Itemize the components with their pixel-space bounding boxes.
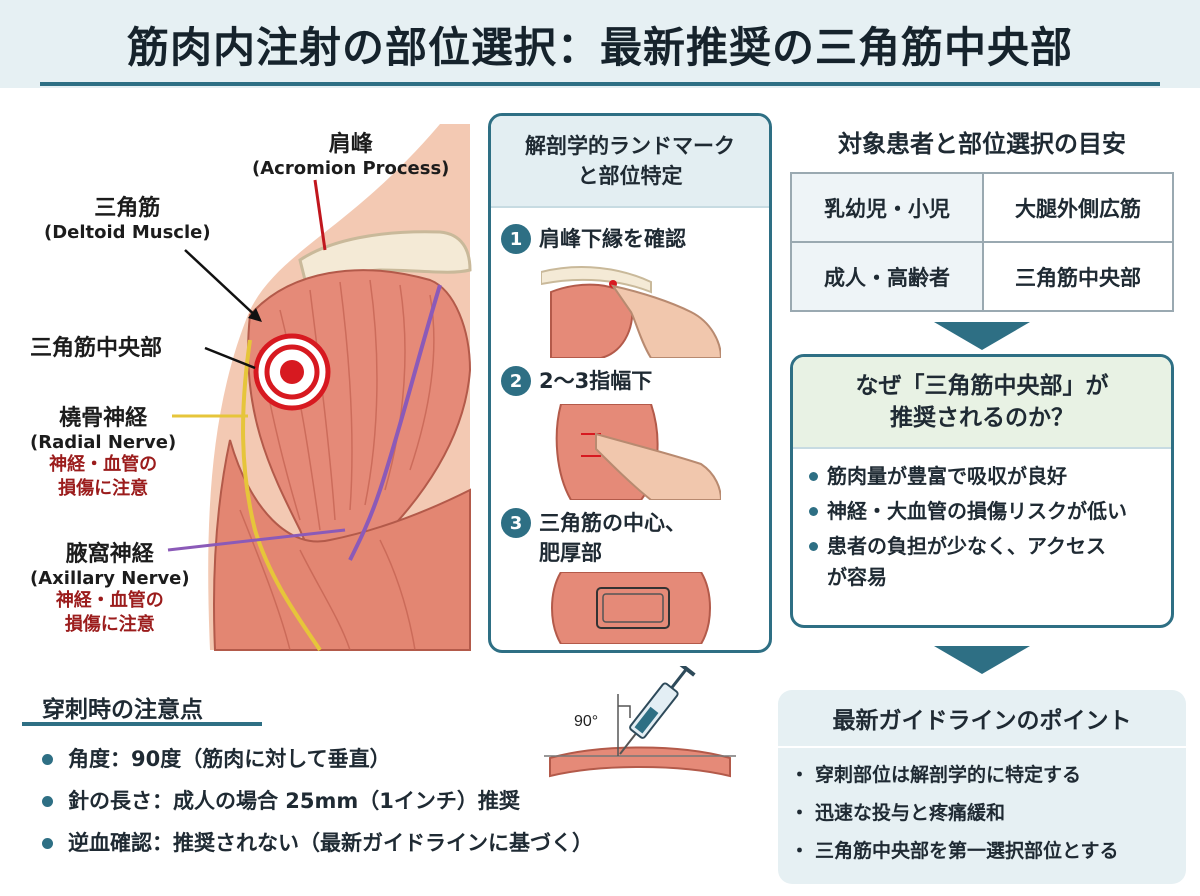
guideline-item-3: 三角筋中央部を第一選択部位とする xyxy=(815,840,1119,862)
list-item: 逆血確認：推奨されない（最新ガイドラインに基づく） xyxy=(42,822,593,864)
right-angle-mark xyxy=(618,705,631,718)
axillary-warning-2: 損傷に注意 xyxy=(64,614,155,635)
axillary-label-en: (Axillary Nerve) xyxy=(30,568,190,589)
deltoid-label-jp: 三角筋 xyxy=(94,196,161,221)
list-item: 患者の負担が少なく、アクセスが容易 xyxy=(807,531,1161,593)
list-item: ・三角筋中央部を第一選択部位とする xyxy=(790,832,1176,870)
muscle-layer-icon xyxy=(549,746,731,778)
down-arrow-1 xyxy=(934,322,1030,350)
landmark-title-1: 解剖学的ランドマーク xyxy=(525,134,735,158)
axillary-pointer xyxy=(167,528,346,552)
landmark-title-2: と部位特定 xyxy=(577,164,683,188)
guideline-item-2: 迅速な投与と疼痛緩和 xyxy=(815,802,1006,824)
acromion-label-en: (Acromion Process) xyxy=(252,158,450,179)
step-1-number: 1 xyxy=(501,224,531,254)
why-box: なぜ「三角筋中央部」が 推奨されるのか？ 筋肉量が豊富で吸収が良好 神経・大血管… xyxy=(790,354,1174,628)
radial-nerve-label: 橈骨神経 (Radial Nerve) 神経・血管の 損傷に注意 xyxy=(30,400,176,501)
step-1: 1 肩峰下縁を確認 xyxy=(501,224,686,254)
table-cell-site: 三角筋中央部 xyxy=(982,241,1174,312)
header-band xyxy=(0,0,1200,88)
why-list: 筋肉量が豊富で吸収が良好 神経・大血管の損傷リスクが低い 患者の負担が少なく、ア… xyxy=(793,449,1171,593)
guideline-title: 最新ガイドラインのポイント xyxy=(778,690,1186,748)
step-3-illustration xyxy=(551,572,711,644)
acromion-pointer xyxy=(313,179,327,251)
radial-warning-1: 神経・血管の xyxy=(49,454,158,475)
list-item: 針の長さ：成人の場合 25mm（1インチ）推奨 xyxy=(42,780,593,822)
table-row: 成人・高齢者 三角筋中央部 xyxy=(790,241,1174,312)
precautions-list: 角度：90度（筋肉に対して垂直） 針の長さ：成人の場合 25mm（1インチ）推奨… xyxy=(42,738,593,864)
step-1-illustration xyxy=(541,266,721,358)
bullet-mark: ・ xyxy=(790,840,810,862)
table-row: 乳幼児・小児 大腿外側広筋 xyxy=(790,172,1174,243)
step-3-text-1: 三角筋の中心、 xyxy=(539,511,686,535)
target-title: 対象患者と部位選択の目安 xyxy=(838,130,1126,158)
deltoid-label-en: (Deltoid Muscle) xyxy=(44,222,211,243)
step-2: 2 2〜3指幅下 xyxy=(501,366,652,396)
angle-label: 90° xyxy=(574,713,598,730)
muscle-striations xyxy=(239,279,435,651)
deltoid-pointer xyxy=(184,249,261,321)
precautions-title: 穿刺時の注意点 xyxy=(42,697,203,723)
deltoid-center-label: 三角筋中央部 xyxy=(30,336,163,361)
step-1-text: 肩峰下縁を確認 xyxy=(539,227,686,251)
axillary-nerve-label: 腋窩神経 (Axillary Nerve) 神経・血管の 損傷に注意 xyxy=(30,536,190,637)
needle-angle-illustration: 90° xyxy=(544,666,736,778)
step-3: 3 三角筋の中心、 肥厚部 xyxy=(501,508,686,568)
why-item-3-line-1: 患者の負担が少なく、アクセス xyxy=(827,534,1106,558)
step-2-text: 2〜3指幅下 xyxy=(539,369,653,393)
why-title-2: 推奨されるのか？ xyxy=(890,405,1074,431)
deltoid-label: 三角筋 (Deltoid Muscle) xyxy=(44,190,211,243)
list-item: ・迅速な投与と疼痛緩和 xyxy=(790,794,1176,832)
upper-arm-muscle xyxy=(212,439,471,651)
guideline-item-1: 穿刺部位は解剖学的に特定する xyxy=(815,764,1082,786)
page-title: 筋肉内注射の部位選択：最新推奨の三角筋中央部 xyxy=(126,23,1073,72)
header-rule xyxy=(40,82,1160,86)
radial-label-jp: 橈骨神経 xyxy=(59,406,148,431)
list-item: 神経・大血管の損傷リスクが低い xyxy=(807,496,1161,527)
deltoid-pointer-head xyxy=(248,308,262,322)
guideline-box: 最新ガイドラインのポイント ・穿刺部位は解剖学的に特定する ・迅速な投与と疼痛緩… xyxy=(778,690,1186,884)
table-cell-group: 乳幼児・小児 xyxy=(790,172,984,243)
radial-label-en: (Radial Nerve) xyxy=(30,432,177,453)
acromion-label: 肩峰 (Acromion Process) xyxy=(252,126,449,179)
down-arrow-2 xyxy=(934,646,1030,674)
step-2-number: 2 xyxy=(501,366,531,396)
step-3-text-2: 肥厚部 xyxy=(539,541,602,565)
shoulder-anatomy-illustration xyxy=(167,124,472,652)
list-item: 筋肉量が豊富で吸収が良好 xyxy=(807,461,1161,492)
axillary-nerve-line xyxy=(348,284,442,561)
axillary-warning-1: 神経・血管の xyxy=(55,590,164,611)
axillary-label-jp: 腋窩神経 xyxy=(65,542,154,567)
landmark-header: 解剖学的ランドマーク と部位特定 xyxy=(491,116,769,208)
table-cell-group: 成人・高齢者 xyxy=(790,241,984,312)
acromion-label-jp: 肩峰 xyxy=(328,132,373,157)
step-2-illustration xyxy=(555,404,721,500)
bullet-mark: ・ xyxy=(790,802,810,824)
step-3-number: 3 xyxy=(501,508,531,538)
list-item: ・穿刺部位は解剖学的に特定する xyxy=(790,756,1176,794)
center-pointer xyxy=(204,346,256,370)
table-cell-site: 大腿外側広筋 xyxy=(982,172,1174,243)
why-header: なぜ「三角筋中央部」が 推奨されるのか？ xyxy=(793,357,1171,449)
radial-nerve-line xyxy=(241,339,322,652)
target-center-dot xyxy=(280,360,304,384)
why-item-3-line-2: が容易 xyxy=(827,565,887,589)
precautions-rule xyxy=(22,722,262,726)
landmark-panel: 解剖学的ランドマーク と部位特定 1 肩峰下縁を確認 2 2〜3指幅下 3 三角… xyxy=(488,113,772,653)
why-title-1: なぜ「三角筋中央部」が xyxy=(855,373,1109,399)
radial-warning-2: 損傷に注意 xyxy=(58,478,149,499)
list-item: 角度：90度（筋肉に対して垂直） xyxy=(42,738,593,780)
target-table: 乳幼児・小児 大腿外側広筋 成人・高齢者 三角筋中央部 xyxy=(790,172,1174,312)
bullet-mark: ・ xyxy=(790,764,810,786)
syringe-icon xyxy=(619,666,696,755)
guideline-list: ・穿刺部位は解剖学的に特定する ・迅速な投与と疼痛緩和 ・三角筋中央部を第一選択… xyxy=(778,748,1186,870)
